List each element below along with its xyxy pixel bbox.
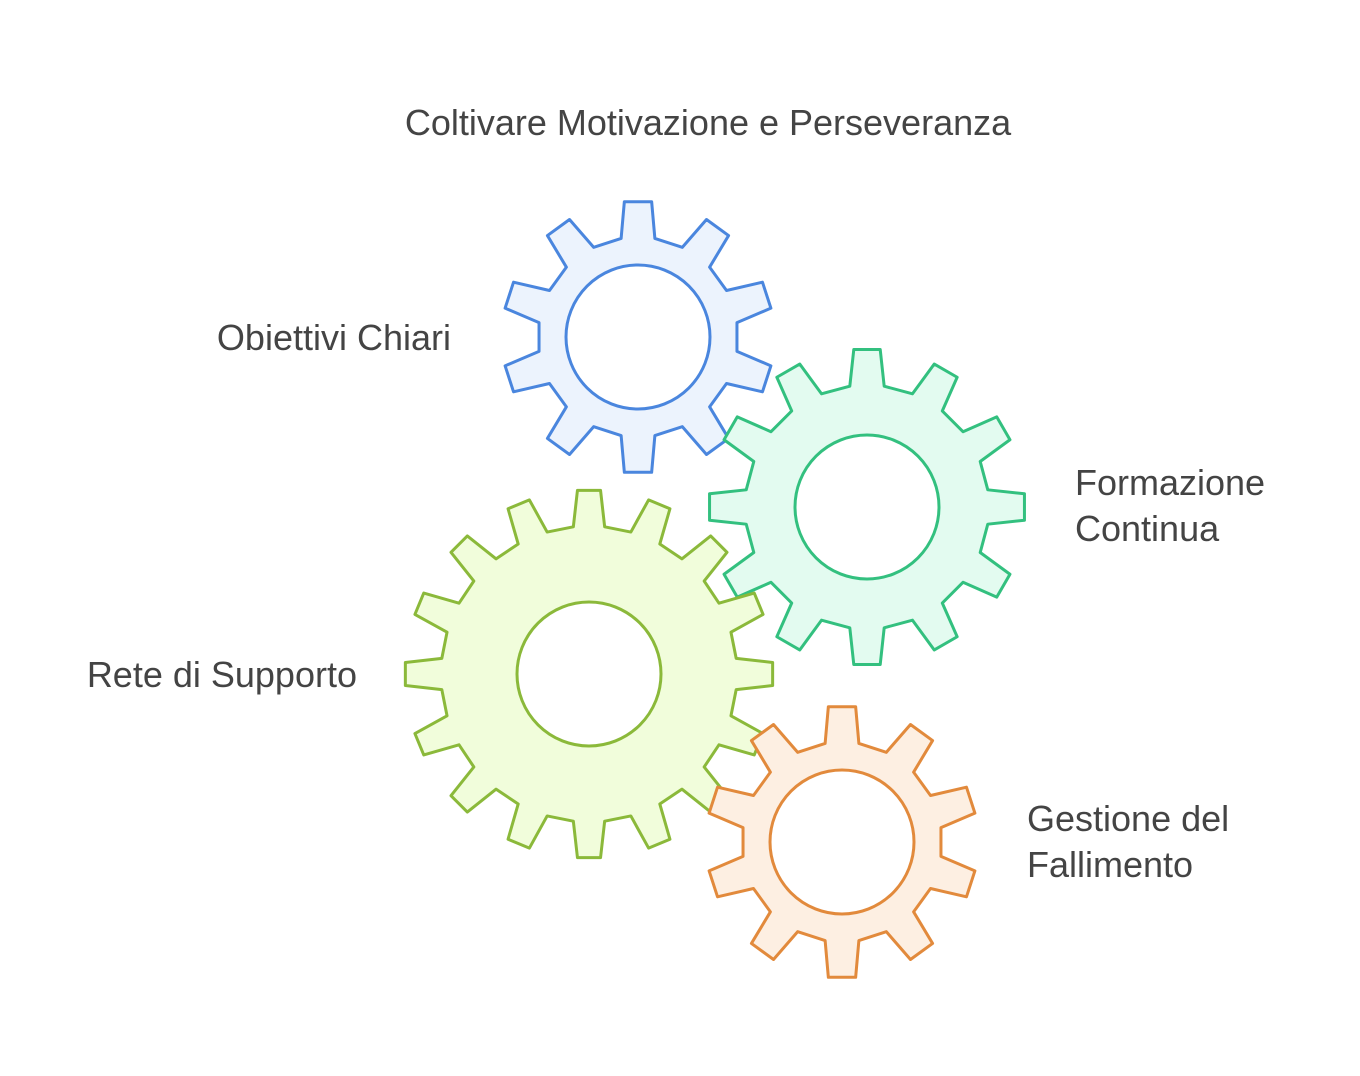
gear-label-network-line: Rete di Supporto (86, 654, 357, 695)
gear-label-network: Rete di Supporto (87, 652, 357, 698)
gear-goals (503, 200, 773, 474)
diagram-title: Coltivare Motivazione e Perseveranza (404, 102, 1012, 143)
gear-label-failure-line: Fallimento (1027, 844, 1194, 885)
gear-failure-hole (768, 768, 916, 916)
gear-failure (707, 705, 977, 979)
gear-network (403, 488, 775, 860)
gear-training (708, 348, 1026, 666)
gear-network-hole (515, 600, 663, 748)
gear-label-goals-line: Obiettivi Chiari (216, 317, 451, 358)
gear-label-failure-line: Gestione del (1027, 798, 1230, 839)
gear-label-goals: Obiettivi Chiari (217, 315, 451, 361)
gear-label-failure: Gestione del Fallimento (1027, 796, 1229, 888)
gear-label-training-line: Formazione (1075, 462, 1266, 503)
gear-label-training: Formazione Continua (1075, 460, 1265, 552)
gear-training-hole (793, 433, 941, 581)
gear-label-training-line: Continua (1075, 508, 1220, 549)
gear-goals-hole (564, 263, 712, 411)
